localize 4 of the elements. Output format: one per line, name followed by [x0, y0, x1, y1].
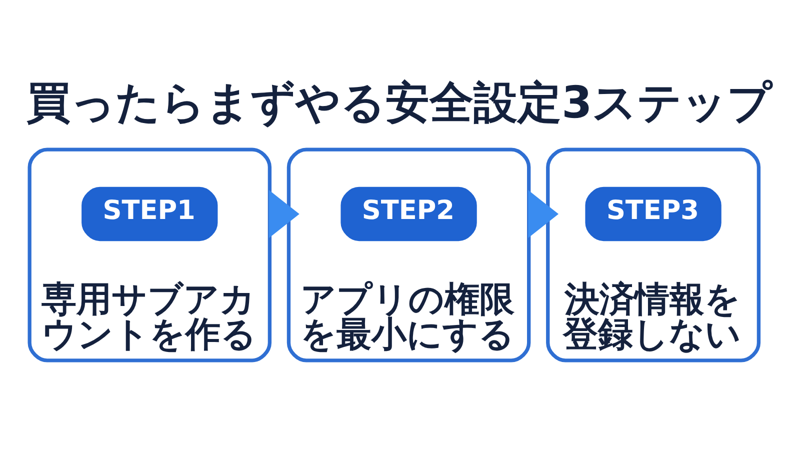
node-box: STEP3: [585, 186, 722, 242]
node-box: STEP2: [340, 186, 477, 242]
diagram-title: 買ったらまずやる安全設定3ステップ: [26, 77, 772, 128]
node-box: STEP1: [82, 186, 218, 242]
